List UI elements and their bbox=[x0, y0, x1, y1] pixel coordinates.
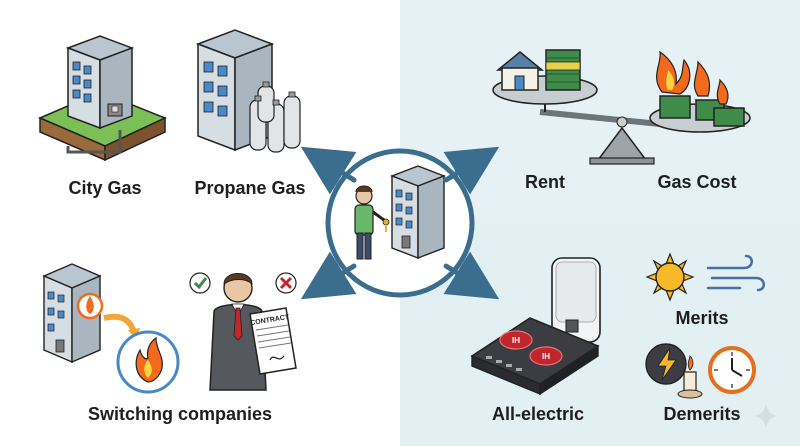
candle-icon bbox=[677, 355, 703, 399]
diagonal-arrows bbox=[300, 146, 500, 300]
all-electric-label: All-electric bbox=[491, 404, 585, 424]
orange-arrow-icon bbox=[103, 313, 137, 334]
x-mark-icon bbox=[275, 272, 297, 294]
water-heater-icon bbox=[551, 257, 601, 343]
person-with-key-icon bbox=[354, 185, 390, 260]
city-gas-building-icon bbox=[38, 35, 167, 162]
burning-money-icon bbox=[656, 50, 745, 127]
merits-label: Merits bbox=[675, 308, 729, 328]
propane-gas-building-icon bbox=[195, 29, 301, 153]
rent-label: Rent bbox=[525, 172, 565, 192]
ih-cooktop-icon bbox=[470, 317, 600, 396]
house-icon bbox=[495, 51, 545, 91]
money-stack-icon bbox=[545, 49, 581, 91]
sparkle-icon bbox=[754, 404, 778, 428]
city-gas-label: City Gas bbox=[68, 178, 142, 198]
propane-gas-label: Propane Gas bbox=[194, 178, 306, 198]
apartment-building-icon bbox=[390, 165, 446, 260]
ih-label-left: IH bbox=[512, 336, 520, 345]
gas-cost-label: Gas Cost bbox=[657, 172, 737, 192]
demerits-label: Demerits bbox=[663, 404, 741, 424]
clock-icon bbox=[708, 346, 756, 394]
lightning-icon bbox=[645, 343, 687, 385]
flame-circle-icon bbox=[116, 330, 180, 394]
ih-label-right: IH bbox=[542, 352, 550, 361]
wind-icon bbox=[706, 254, 765, 292]
switching-companies-label: Switching companies bbox=[87, 404, 273, 424]
sun-icon bbox=[645, 252, 695, 302]
businessman-with-contract-icon bbox=[209, 273, 297, 391]
check-icon bbox=[189, 272, 211, 294]
building-with-flame-icon bbox=[42, 263, 104, 364]
